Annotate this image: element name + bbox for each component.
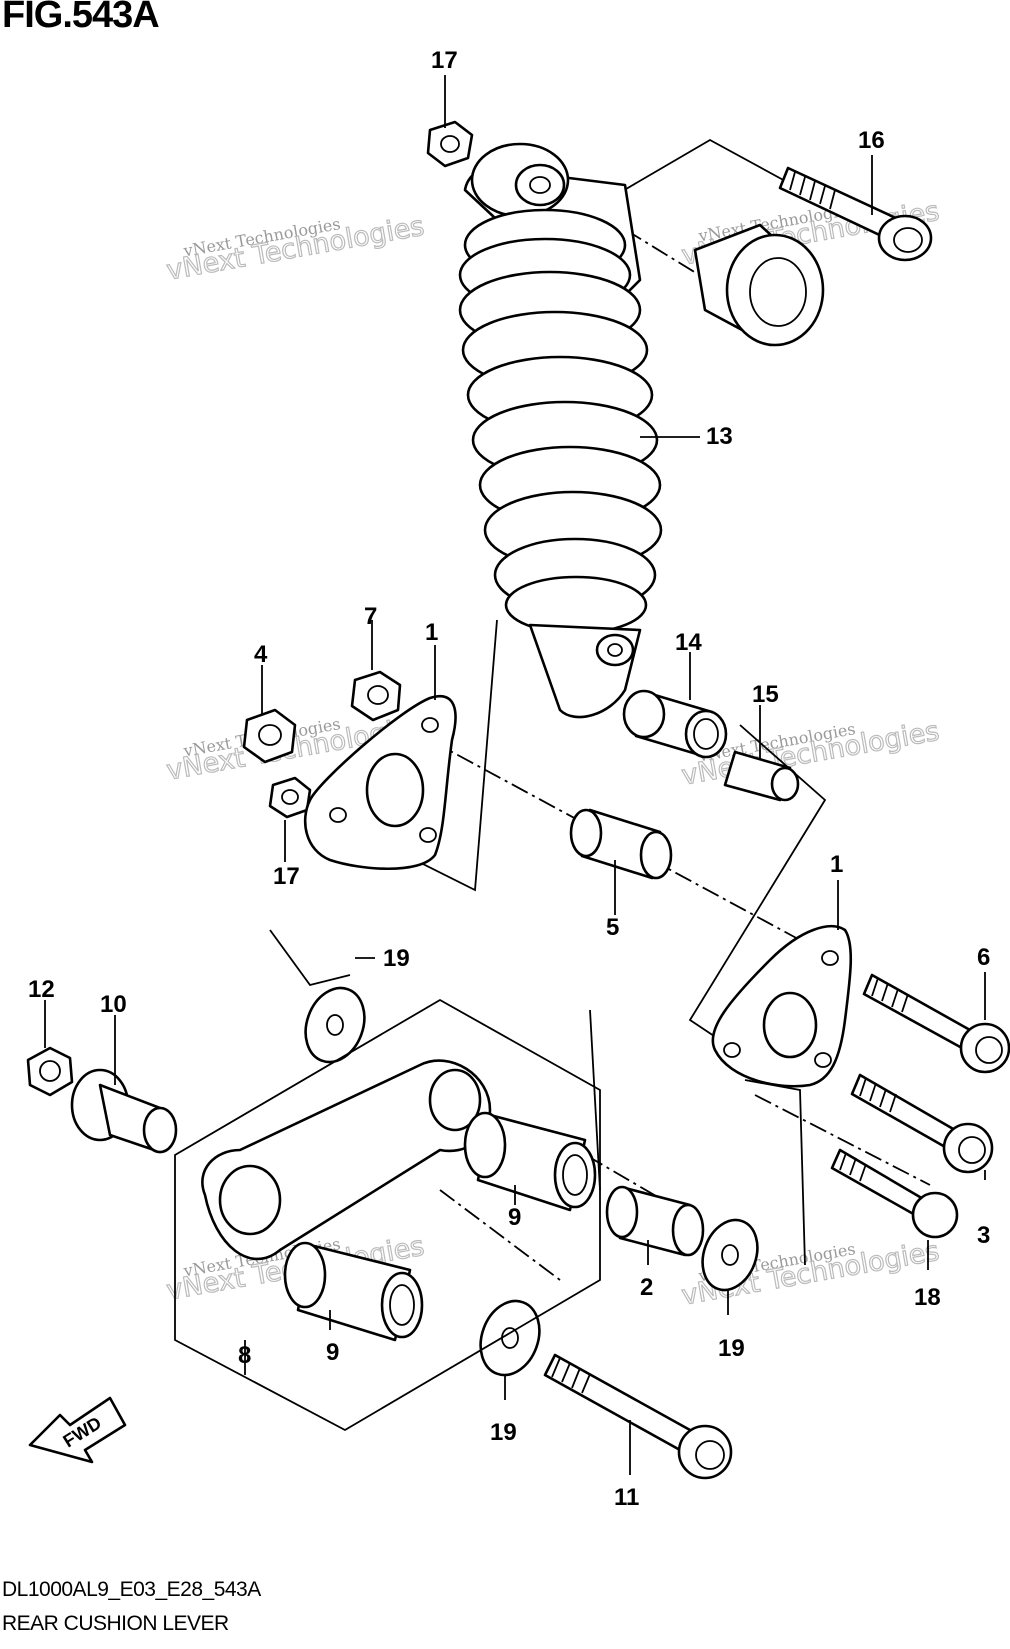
watermark: vNext Technologies vNext Technologies	[164, 210, 428, 287]
callout-17-lower: 17	[273, 863, 300, 890]
callout-15: 15	[752, 681, 779, 708]
callout-4: 4	[254, 641, 268, 668]
spacer-2	[605, 1185, 705, 1257]
spacer-5	[569, 808, 673, 880]
cushion-rod-plate-1-upper	[303, 695, 457, 870]
cushion-rod-plate-1-right	[711, 925, 853, 1088]
nut-17-top	[426, 120, 474, 168]
figure-caption: REAR CUSHION LEVER	[2, 1612, 229, 1635]
cushion-lever-8	[174, 998, 601, 1432]
callout-1-upper: 1	[425, 619, 438, 646]
collar-10	[70, 1068, 178, 1154]
callout-5: 5	[606, 914, 619, 941]
nut-12	[26, 1046, 74, 1097]
callout-11: 11	[614, 1484, 639, 1511]
washer-19-upper	[304, 986, 366, 1064]
callout-9-upper: 9	[508, 1204, 521, 1231]
callout-1-right: 1	[830, 851, 843, 878]
figure-title: FIG.543A	[2, 0, 160, 36]
bushing-14	[622, 689, 728, 759]
callout-2: 2	[640, 1274, 653, 1301]
bolt-3	[850, 1073, 994, 1174]
callout-10: 10	[100, 991, 127, 1018]
bolt-11	[543, 1353, 733, 1480]
callout-7: 7	[364, 603, 377, 630]
fwd-arrow: FWD	[28, 1396, 127, 1464]
callout-17-top: 17	[431, 47, 458, 74]
callout-18: 18	[914, 1284, 941, 1311]
callout-9-lower: 9	[326, 1339, 339, 1366]
callout-8: 8	[238, 1342, 251, 1369]
callout-14: 14	[675, 629, 702, 656]
callout-19-upper: 19	[383, 945, 410, 972]
callout-16: 16	[858, 127, 885, 154]
callout-6: 6	[977, 944, 990, 971]
leader-lines	[44, 75, 986, 1475]
callouts: 17 16 13 7 1 4 14 15 17 1 5 19 6 12 10 9…	[28, 47, 990, 1511]
callout-12: 12	[28, 976, 55, 1003]
bolt-16	[778, 166, 933, 262]
washer-19-lower	[479, 1299, 541, 1377]
bolt-6	[862, 973, 1010, 1074]
callout-3: 3	[977, 1222, 990, 1249]
rear-shock-absorber	[458, 142, 825, 719]
nut-4	[242, 708, 297, 764]
figure-code: DL1000AL9_E03_E28_543A	[2, 1578, 261, 1601]
callout-19-lower: 19	[490, 1419, 517, 1446]
bolt-18	[830, 1148, 959, 1239]
callout-13: 13	[706, 423, 733, 450]
collar-15	[723, 750, 800, 802]
washer-19-right	[701, 1218, 759, 1292]
nut-7	[350, 670, 402, 722]
callout-19-right: 19	[718, 1335, 745, 1362]
nut-17-lower	[268, 776, 312, 819]
